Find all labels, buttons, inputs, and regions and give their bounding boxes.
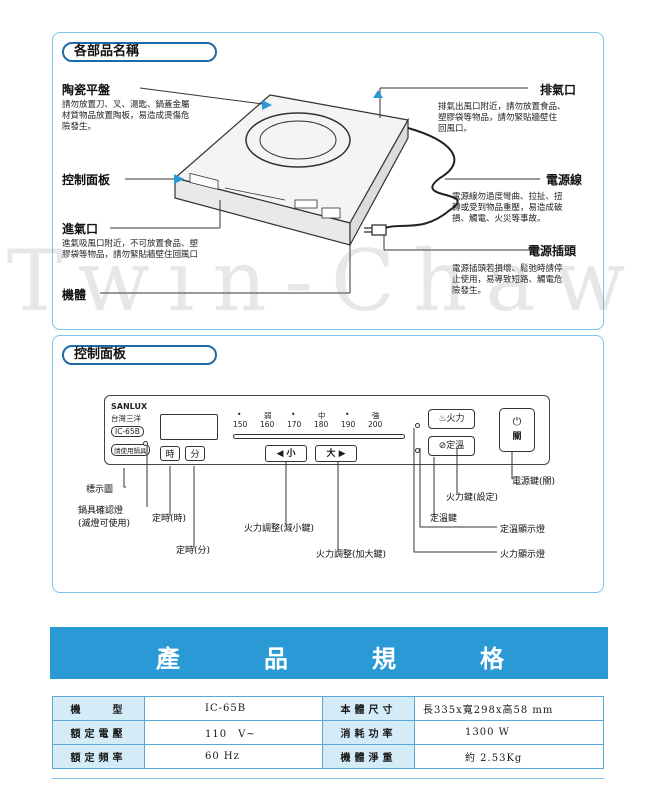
table-row: 額定頻率 60 Hz 機體淨重 約 2.53Kg (52, 744, 604, 769)
callout-power-key: 火力鍵(設定) (446, 493, 499, 503)
spec-key: 機體淨重 (322, 744, 415, 769)
label-exhaust: 排氣口 (540, 83, 577, 97)
desc-air-inlet: 進氣吸風口附近，不可放置食品、塑 膠袋等物品，請勿緊貼牆壁住回風口 (62, 239, 199, 260)
thermometer-icon: ⊘ (438, 441, 447, 451)
temp-mark: 強 (372, 411, 380, 420)
temp-label: 170 (287, 420, 302, 429)
control-section-title: 控制面板 (62, 345, 217, 365)
temp-mark: 弱 (264, 411, 272, 420)
temp-label: 190 (341, 420, 356, 429)
label-body: 機體 (62, 288, 87, 302)
callout-timer-minute: 定時(分) (176, 546, 211, 556)
desc-power-cord: 電源線勿過度彎曲、拉扯、扭 轉或受到物品重壓，易造成破 損、觸電、火災等事故。 (452, 192, 563, 224)
callout-off-key: 電源鍵(關) (512, 477, 556, 487)
callout-temp-light: 定溫顯示燈 (500, 525, 546, 535)
temp-label: 150 (233, 420, 248, 429)
spec-key: 額定電壓 (52, 720, 145, 745)
callout-pot-light: 鍋具確認燈 (滅燈可使用) (78, 506, 131, 529)
table-row: 額定電壓 110 V~ 消耗功率 1300 W (52, 720, 604, 745)
callout-timer-hour: 定時(時) (152, 514, 187, 524)
callout-temp-key: 定溫鍵 (430, 514, 458, 524)
brand-logo: SANLUX (111, 402, 148, 411)
power-level-button[interactable]: ♨火力 (428, 409, 475, 429)
power-icon: ⏻ (512, 415, 522, 428)
callout-power-up: 火力調整(加大鍵) (316, 550, 387, 560)
power-up-button[interactable]: 大 ▶ (315, 445, 357, 462)
label-air-inlet: 進氣口 (62, 222, 99, 236)
spec-value: 長335x寬298x高58 mm (414, 696, 604, 721)
spec-key: 機 型 (52, 696, 145, 721)
spec-value: IC-65B (144, 696, 323, 721)
pot-badge: 請使用鍋具 (111, 444, 150, 456)
label-power-cord: 電源線 (546, 173, 583, 187)
temp-mark: • (291, 410, 296, 419)
spec-value: 60 Hz (144, 744, 323, 769)
timer-minute-button[interactable]: 分 (185, 446, 205, 461)
temp-mark: • (345, 410, 350, 419)
temp-button[interactable]: ⊘定溫 (428, 436, 475, 456)
table-row: 機 型 IC-65B 本體尺寸 長335x寬298x高58 mm (52, 696, 604, 721)
temp-mark: • (237, 410, 242, 419)
timer-hour-button[interactable]: 時 (160, 446, 180, 461)
spec-table: 機 型 IC-65B 本體尺寸 長335x寬298x高58 mm 額定電壓 11… (52, 696, 604, 769)
power-level-bar (233, 434, 405, 439)
desc-ceramic-plate: 請勿放置刀、叉、湯匙、鍋蓋金屬 材質物品放置陶板，易造成燙傷危 險發生。 (62, 100, 190, 132)
spec-value: 約 2.53Kg (414, 744, 604, 769)
temp-label: 160 (260, 420, 275, 429)
spec-value: 1300 W (414, 720, 604, 745)
parts-section-title: 各部品名稱 (62, 42, 217, 62)
temp-indicator-light (415, 423, 420, 428)
callout-indicator: 標示圖 (86, 485, 114, 495)
spec-banner: 產 品 規 格 (50, 627, 608, 679)
spec-key: 消耗功率 (322, 720, 415, 745)
temp-label: 180 (314, 420, 329, 429)
spec-title-char: 規 (372, 645, 396, 673)
spec-title-char: 格 (480, 645, 504, 673)
label-ceramic-plate: 陶瓷平盤 (62, 83, 111, 97)
spec-value: 110 V~ (144, 720, 323, 745)
label-control-panel: 控制面板 (62, 173, 111, 187)
display-window (160, 414, 218, 440)
spec-title-char: 品 (264, 645, 288, 673)
label-plug: 電源插頭 (528, 244, 577, 258)
induction-cooker-illustration (100, 87, 540, 294)
pot-light (143, 441, 148, 446)
callout-power-light: 火力顯示燈 (500, 550, 546, 560)
power-down-button[interactable]: ◀ 小 (265, 445, 307, 462)
temp-mark: 中 (318, 411, 326, 420)
power-off-button[interactable]: ⏻ 關 (499, 408, 535, 452)
spec-key: 額定頻率 (52, 744, 145, 769)
model-badge: IC-65B (111, 426, 144, 437)
spec-key: 本體尺寸 (322, 696, 415, 721)
spec-title-char: 產 (156, 645, 180, 673)
flame-icon: ♨ (438, 414, 447, 424)
callout-power-down: 火力調整(減小鍵) (244, 524, 315, 534)
desc-exhaust: 排氣出風口附近，請勿放置食品、 塑膠袋等物品，請勿緊貼牆壁住 回風口。 (438, 102, 566, 134)
brand-sub: 台灣三洋 (111, 414, 141, 423)
bottom-divider (52, 778, 604, 779)
desc-plug: 電源插頭若損壞、鬆弛時請停 止使用，易導致短路、觸電危 險發生。 (452, 264, 563, 296)
temp-label: 200 (368, 420, 383, 429)
